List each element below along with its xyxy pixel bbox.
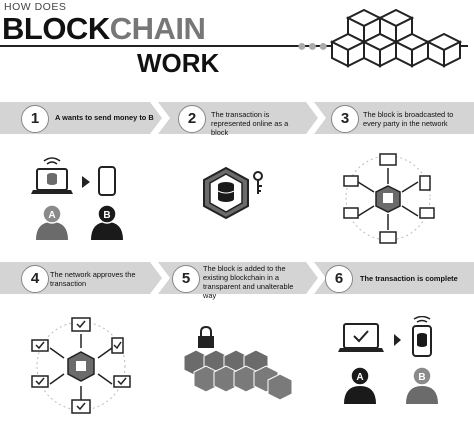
wifi-icon-2 xyxy=(413,316,431,323)
network-device-icons xyxy=(343,153,435,244)
phone-icon-2 xyxy=(412,325,432,357)
step-3-illustration xyxy=(343,153,435,244)
arrow-right-icon-2 xyxy=(394,334,401,346)
avatar-b xyxy=(91,204,123,240)
steps-band-top: 1 A wants to send money to B 2 The trans… xyxy=(0,102,474,137)
avatar-a-label: A xyxy=(48,210,55,221)
step-6-text: The transaction is complete xyxy=(360,274,458,283)
arrow-right-icon xyxy=(82,176,90,188)
step-5-illustration xyxy=(183,326,292,401)
steps-band-bottom: 4 The network approves the transaction 5… xyxy=(0,262,474,300)
page-title: BLOCKCHAIN xyxy=(2,11,206,47)
title-word-block: BLOCK xyxy=(2,11,110,46)
check-device-icons xyxy=(31,317,131,414)
avatar-a-2-label: A xyxy=(356,372,363,383)
step-1-text: A wants to send money to B xyxy=(55,113,154,122)
step-6-illustration: A B xyxy=(338,316,438,404)
checkmark-icons xyxy=(35,320,127,411)
step-2-illustration xyxy=(203,166,263,220)
avatar-b-label: B xyxy=(103,210,110,221)
title-rule xyxy=(0,45,468,47)
avatar-a-2 xyxy=(344,366,376,404)
title-word-chain: CHAIN xyxy=(109,11,206,46)
laptop-icon xyxy=(31,168,73,194)
title-prefix: HOW DOES xyxy=(4,1,67,13)
step-5-text: The block is added to the existing block… xyxy=(203,264,294,300)
step-6-number: 6 xyxy=(325,265,353,293)
laptop-check-icon xyxy=(338,323,384,352)
avatar-a xyxy=(36,204,68,240)
title-word-work: WORK xyxy=(137,48,220,78)
step-3-number: 3 xyxy=(331,105,359,133)
cube-cluster-icon xyxy=(329,8,462,68)
step-4-illustration xyxy=(31,317,131,414)
step-1-number: 1 xyxy=(21,105,49,133)
dots-decoration: ●●● xyxy=(297,38,329,55)
avatar-b-2-label: B xyxy=(418,372,425,383)
step-1-illustration: A B xyxy=(31,157,123,240)
lock-icon xyxy=(198,326,214,348)
wifi-icon xyxy=(43,157,61,165)
step-2-number: 2 xyxy=(178,105,206,133)
key-icon xyxy=(253,171,263,194)
phone-icon xyxy=(98,166,116,196)
step-4-number: 4 xyxy=(21,265,49,293)
step-3-text: The block is broadcasted to every party … xyxy=(363,110,454,128)
step-5-number: 5 xyxy=(172,265,200,293)
step-2-text: The transaction is represented online as… xyxy=(211,110,289,137)
avatar-b-2 xyxy=(406,366,438,404)
blockchain-cubes xyxy=(183,349,292,401)
step-4-text: The network approves the transaction xyxy=(50,270,136,288)
